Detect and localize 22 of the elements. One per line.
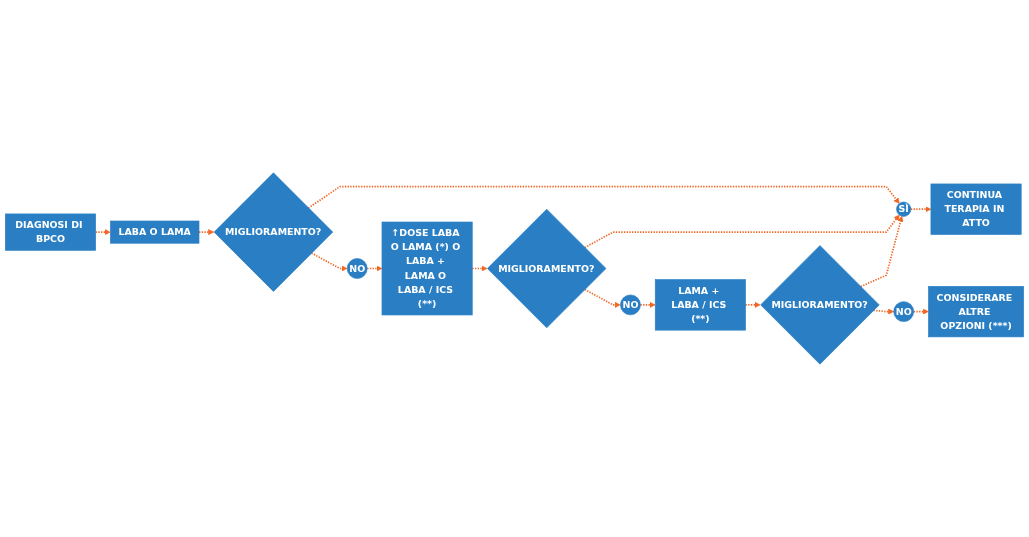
node-diamond: MIGLIORAMENTO? (487, 208, 607, 329)
arrow (307, 185, 900, 209)
node-box: ↑DOSE LABA O LAMA (*) O LABA + LAMA O LABA / ICS (**) (381, 221, 473, 316)
arrow (912, 308, 929, 315)
node-box: LAMA + LABA / ICS (**) (654, 279, 746, 331)
arrow (583, 214, 900, 249)
arrow (859, 215, 904, 288)
node-diamond: MIGLIORAMENTO? (760, 245, 880, 365)
arrow (583, 288, 621, 308)
arrow (310, 252, 348, 272)
arrow (910, 206, 932, 213)
node-circle: NO (620, 294, 641, 316)
node-box: DIAGNOSI DI BPCO (5, 213, 96, 251)
node-diamond: MIGLIORAMENTO? (213, 172, 334, 292)
node-circle: SÌ (896, 201, 912, 217)
node-box: LABA O LAMA (110, 220, 200, 244)
node-box: CONSIDERARE ALTRE OPZIONI (***) (928, 286, 1024, 338)
node-circle: NO (893, 301, 914, 322)
node-box: CONTINUA TERAPIA IN ATTO (930, 183, 1022, 235)
node-circle: NO (346, 258, 368, 279)
arrow (366, 265, 383, 272)
arrow (471, 265, 488, 272)
